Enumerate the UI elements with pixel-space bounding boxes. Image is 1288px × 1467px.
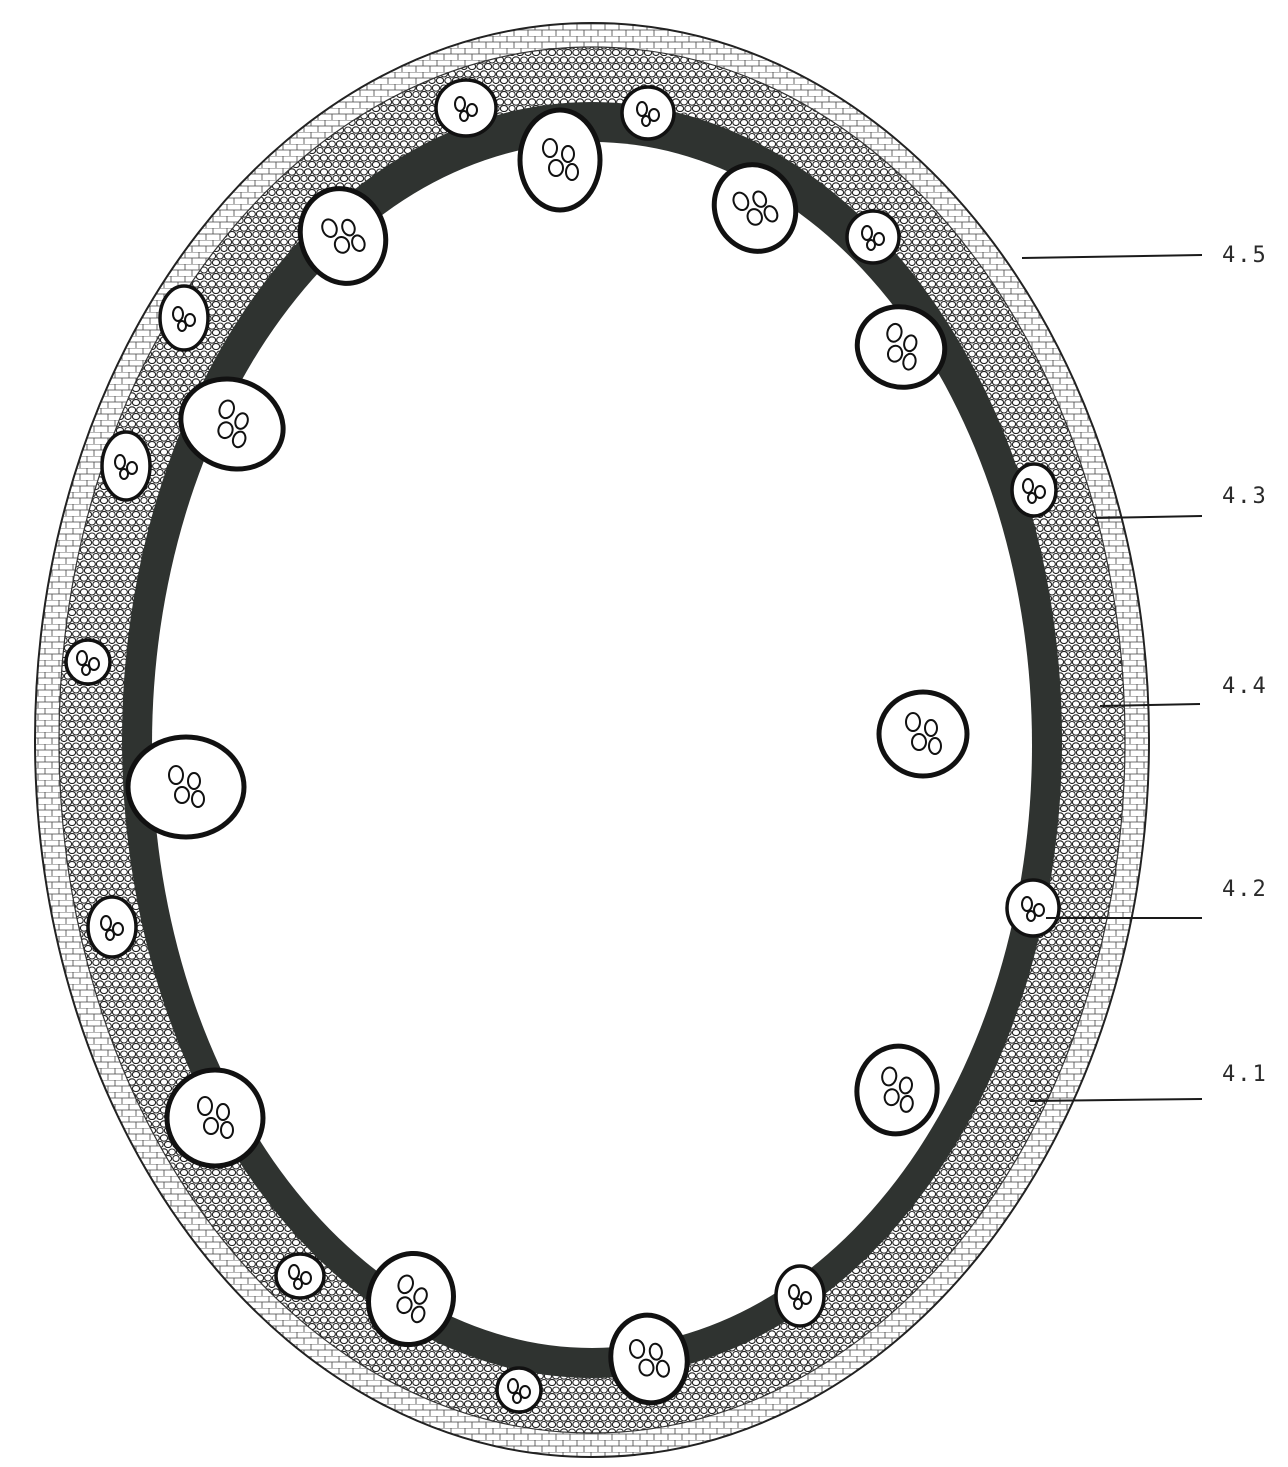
bundle-sheath [1012,464,1056,516]
vascular-bundle [66,640,110,684]
vascular-bundle [1007,880,1059,936]
bundle-sheath [276,1254,324,1298]
vascular-bundle [436,80,496,136]
vascular-bundle [776,1266,824,1326]
bundle-sheath [66,640,110,684]
bundle-sheath [1007,880,1059,936]
bundle-sheath [102,432,150,500]
bundle-sheath [436,80,496,136]
label-4-1: 4.1 [1222,1062,1268,1087]
bundle-sheath [88,897,136,957]
bundle-sheath [879,692,967,776]
vascular-bundle [88,897,136,957]
vascular-bundle [497,1368,541,1412]
bundle-sheath [167,1070,263,1166]
vascular-bundle [167,1070,263,1166]
bundle-sheath [847,211,899,263]
vascular-bundle [847,211,899,263]
label-4-5: 4.5 [1222,243,1268,268]
leader-line-4-5 [1022,255,1202,258]
label-4-4: 4.4 [1222,674,1268,699]
label-4-2: 4.2 [1222,877,1268,902]
vascular-bundle [160,286,208,350]
bundle-sheath [128,737,244,837]
vascular-bundle [102,432,150,500]
bundle-sheath [497,1368,541,1412]
bundle-sheath [776,1266,824,1326]
vascular-bundle [879,692,967,776]
bundle-sheath [520,110,600,210]
bundle-sheath [622,87,674,139]
vascular-bundle [520,110,600,210]
vascular-bundle [1012,464,1056,516]
vascular-bundle [622,87,674,139]
label-4-3: 4.3 [1222,484,1268,509]
bundle-sheath [160,286,208,350]
vascular-bundle [276,1254,324,1298]
vascular-bundle [128,737,244,837]
